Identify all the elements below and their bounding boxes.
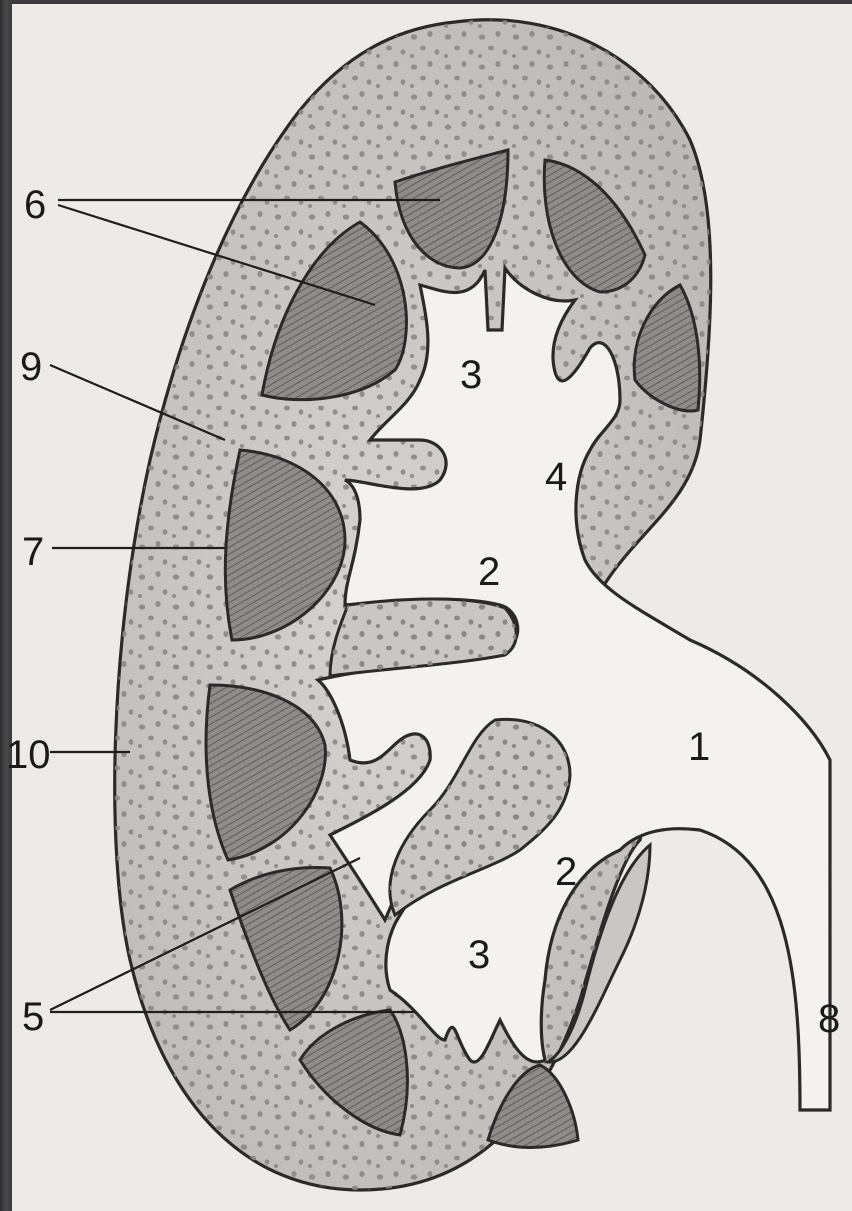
label-3-upper: 3: [460, 353, 482, 397]
label-1: 1: [688, 725, 710, 769]
label-9: 9: [20, 345, 42, 389]
label-4: 4: [545, 455, 567, 499]
label-8: 8: [818, 997, 840, 1041]
label-5: 5: [22, 995, 44, 1039]
label-10: 10: [6, 733, 51, 777]
label-2-lower: 2: [555, 850, 577, 894]
label-6: 6: [24, 183, 46, 227]
label-7: 7: [22, 530, 44, 574]
label-2-upper: 2: [478, 550, 500, 594]
label-3-lower: 3: [468, 933, 490, 977]
